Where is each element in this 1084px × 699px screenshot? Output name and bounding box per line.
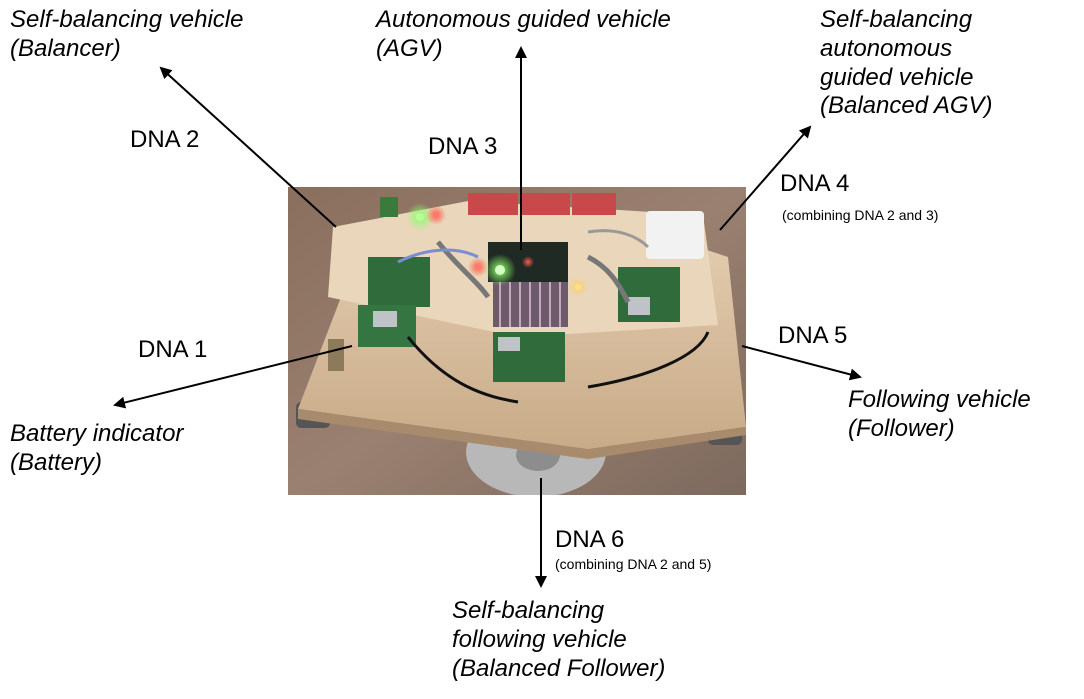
vehicle-photo (288, 187, 746, 495)
dna2-label: DNA 2 (130, 126, 200, 153)
label-balancer: Self-balancing vehicle (Balancer) (10, 6, 244, 62)
dna1-label: DNA 1 (138, 336, 208, 363)
label-agv: Autonomous guided vehicle (AGV) (376, 6, 671, 62)
dna6-note: (combining DNA 2 and 5) (555, 556, 712, 572)
label-battery: Battery indicator (Battery) (10, 420, 184, 476)
arrow-dna1 (113, 345, 353, 409)
dna4-note: (combining DNA 2 and 3) (782, 207, 939, 223)
dna5-label: DNA 5 (778, 322, 848, 349)
label-balanced-follower: Self-balancing following vehicle (Balanc… (452, 597, 666, 682)
label-follower: Following vehicle (Follower) (848, 386, 1031, 442)
label-balanced-agv: Self-balancing autonomous guided vehicle… (820, 6, 993, 120)
dna4-label: DNA 4 (780, 170, 850, 197)
arrow-dna2 (159, 66, 337, 228)
arrow-dna4 (719, 125, 812, 231)
arrow-dna5 (741, 345, 862, 381)
dna3-label: DNA 3 (428, 133, 498, 160)
dna6-label: DNA 6 (555, 526, 625, 553)
